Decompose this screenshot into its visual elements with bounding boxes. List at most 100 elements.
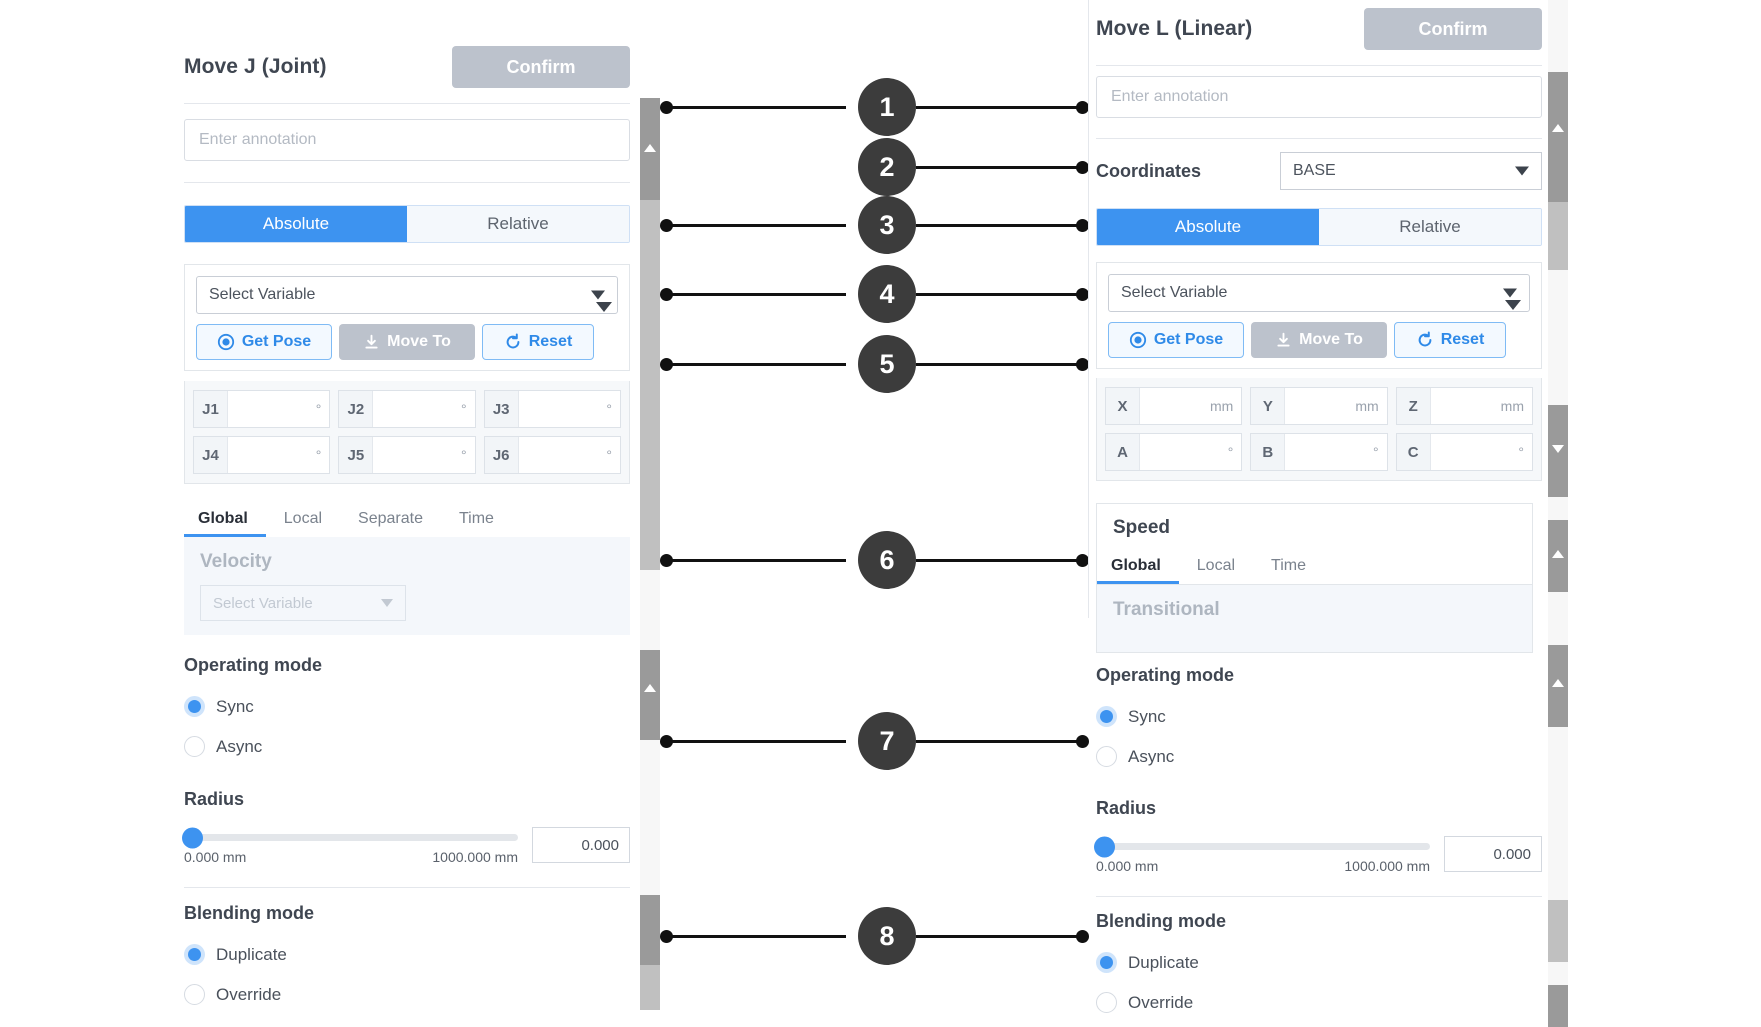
chevron-down-icon[interactable] <box>596 302 612 329</box>
move-l-scrollbar-thumb-7[interactable] <box>1548 985 1568 1027</box>
chevron-up-icon[interactable] <box>1552 124 1564 132</box>
joint-field-j6[interactable]: J6 ° <box>483 436 621 474</box>
radio-sync[interactable]: Sync <box>1096 706 1542 727</box>
move-j-scrollbar-thumb-2[interactable] <box>640 200 660 470</box>
annotation-divider <box>1096 138 1542 139</box>
move-l-scrollbar-thumb-4[interactable] <box>1548 520 1568 592</box>
move-j-speed-tabs[interactable]: Global Local Separate Time <box>184 501 630 538</box>
move-j-scrollbar-thumb-4[interactable] <box>640 650 660 740</box>
radio-label: Async <box>1128 746 1175 766</box>
tab-relative[interactable]: Relative <box>407 206 629 242</box>
joint-field-j2[interactable]: J2 ° <box>338 390 476 428</box>
pose-field-y[interactable]: Y mm <box>1250 387 1388 425</box>
pose-field-x[interactable]: X mm <box>1105 387 1243 425</box>
connector-line-right-5 <box>916 363 1082 366</box>
radio-override[interactable]: Override <box>1096 992 1542 1013</box>
tab-relative[interactable]: Relative <box>1319 209 1541 245</box>
move-j-scrollbar-thumb-3[interactable] <box>640 470 660 570</box>
pose-field-z[interactable]: Z mm <box>1395 387 1533 425</box>
pose-field-c[interactable]: C ° <box>1395 433 1533 471</box>
move-l-mode-segmented[interactable]: Absolute Relative <box>1096 208 1542 246</box>
move-j-mode-segmented[interactable]: Absolute Relative <box>184 205 630 243</box>
joint-row-1: J1 ° J2 ° J3 ° <box>193 390 621 428</box>
tab-separate[interactable]: Separate <box>358 510 423 527</box>
move-l-scrollbar-thumb-1[interactable] <box>1548 72 1568 202</box>
pose-field-b[interactable]: B ° <box>1250 433 1388 471</box>
tab-time[interactable]: Time <box>458 510 494 527</box>
radio-label: Sync <box>1128 706 1166 726</box>
tab-local[interactable]: Local <box>283 510 323 527</box>
tab-global[interactable]: Global <box>1097 548 1179 584</box>
move-l-scrollbar-thumb-3[interactable] <box>1548 405 1568 497</box>
move-l-confirm-button[interactable]: Confirm <box>1364 8 1542 50</box>
chevron-up-icon[interactable] <box>1552 550 1564 558</box>
move-l-move-to-button[interactable]: Move To <box>1251 322 1387 358</box>
tab-time[interactable]: Time <box>1271 557 1306 574</box>
chevron-up-icon[interactable] <box>1552 679 1564 687</box>
pose-field-a[interactable]: A ° <box>1105 433 1243 471</box>
tab-absolute[interactable]: Absolute <box>1097 209 1319 245</box>
radio-duplicate[interactable]: Duplicate <box>1096 952 1542 973</box>
move-l-operating-mode-label: Operating mode <box>1096 665 1235 685</box>
chevron-down-icon[interactable] <box>1505 300 1521 327</box>
chevron-down-icon[interactable] <box>1552 445 1564 453</box>
move-j-expand-caret-wrap[interactable] <box>596 302 612 330</box>
connector-line-left-1 <box>666 106 846 109</box>
coordinates-select[interactable]: BASE <box>1280 152 1542 190</box>
tab-absolute[interactable]: Absolute <box>185 206 407 242</box>
chevron-up-icon[interactable] <box>644 684 656 692</box>
radio-async[interactable]: Async <box>1096 746 1542 767</box>
connector-line-right-3 <box>916 224 1082 227</box>
move-j-velocity-box: Velocity Select Variable <box>184 537 630 635</box>
move-j-scrollbar-thumb-1[interactable] <box>640 98 660 200</box>
velocity-variable-select[interactable]: Select Variable <box>200 585 406 621</box>
radius-value-input[interactable]: 0.000 <box>1444 836 1542 872</box>
move-j-variable-select[interactable]: Select Variable <box>196 276 618 314</box>
radius-slider-knob[interactable] <box>1094 836 1115 857</box>
joint-unit: ° <box>461 447 467 463</box>
header-divider <box>1096 65 1542 66</box>
move-j-scrollbar-thumb-6[interactable] <box>640 965 660 1010</box>
joint-field-j4[interactable]: J4 ° <box>193 436 331 474</box>
joint-label: J2 <box>339 391 374 427</box>
joint-field-j3[interactable]: J3 ° <box>483 390 621 428</box>
move-l-scrollbar-thumb-5[interactable] <box>1548 645 1568 727</box>
radio-sync[interactable]: Sync <box>184 696 630 717</box>
move-j-move-to-button[interactable]: Move To <box>339 324 475 360</box>
move-j-get-pose-button[interactable]: Get Pose <box>196 324 332 360</box>
tab-global[interactable]: Global <box>184 501 266 537</box>
move-l-variable-select[interactable]: Select Variable <box>1108 274 1530 312</box>
move-j-confirm-button[interactable]: Confirm <box>452 46 630 88</box>
move-l-scrollbar-thumb-6[interactable] <box>1548 900 1568 962</box>
move-l-speed-tabs[interactable]: Global Local Time <box>1097 548 1532 585</box>
move-l-reset-button[interactable]: Reset <box>1394 322 1506 358</box>
chevron-down-icon <box>1503 288 1517 298</box>
radius-slider-track[interactable] <box>1094 836 1430 857</box>
radio-override[interactable]: Override <box>184 984 630 1005</box>
move-l-pose-grid: X mm Y mm Z mm A ° B ° <box>1096 378 1542 481</box>
joint-field-j1[interactable]: J1 ° <box>193 390 331 428</box>
radio-async[interactable]: Async <box>184 736 630 757</box>
radius-slider-knob[interactable] <box>182 827 203 848</box>
radius-max-label: 1000.000 mm <box>1344 858 1430 874</box>
tab-local[interactable]: Local <box>1196 557 1236 574</box>
target-icon <box>217 333 234 351</box>
joint-field-j5[interactable]: J5 ° <box>338 436 476 474</box>
move-l-get-pose-button[interactable]: Get Pose <box>1108 322 1244 358</box>
radius-value-input[interactable]: 0.000 <box>532 827 630 863</box>
move-l-scrollbar-thumb-2[interactable] <box>1548 202 1568 270</box>
joint-unit: ° <box>461 401 467 417</box>
move-j-reset-button[interactable]: Reset <box>482 324 594 360</box>
radius-divider <box>1096 896 1542 897</box>
radio-duplicate[interactable]: Duplicate <box>184 944 630 965</box>
connector-marker-8: 8 <box>858 907 916 965</box>
pose-label: X <box>1106 388 1140 424</box>
move-j-scrollbar-thumb-5[interactable] <box>640 895 660 965</box>
move-l-annotation-input[interactable] <box>1096 76 1542 118</box>
move-j-annotation-input[interactable] <box>184 119 630 161</box>
move-l-expand-caret-wrap[interactable] <box>1505 300 1521 328</box>
connector-line-right-1 <box>916 106 1082 109</box>
chevron-up-icon[interactable] <box>644 144 656 152</box>
radius-slider-track[interactable] <box>182 827 518 848</box>
